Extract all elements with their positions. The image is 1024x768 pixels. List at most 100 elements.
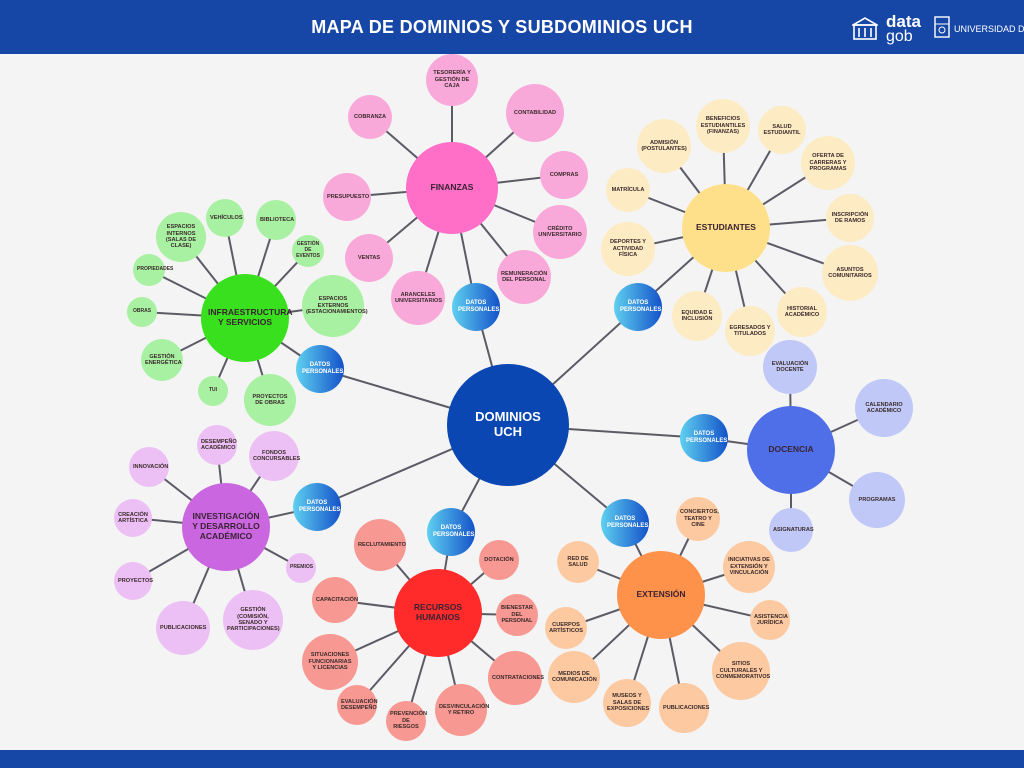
subdomain-node-contrataciones: CONTRATACIONES [488, 651, 544, 705]
node-label: CRÉDITO UNIVERSITARIO [538, 225, 582, 238]
domain-node-extension: EXTENSIÓN [617, 551, 705, 639]
datos-personales-node-est: DATOS PERSONALES [614, 283, 662, 331]
datos-personales-node-inv: DATOS PERSONALES [293, 483, 341, 531]
node-label: ESPACIOS INTERNOS (SALAS DE CLASE) [165, 224, 197, 250]
subdomain-node-salud-estudiantil: SALUD ESTUDIANTIL [758, 106, 806, 154]
subdomain-node-inscripcion-de-ramos: INSCRIPCIÓN DE RAMOS [826, 194, 874, 242]
node-label: INNOVACIÓN [133, 463, 169, 470]
node-label: PROGRAMAS [858, 496, 896, 503]
node-label: TESORERÍA Y GESTIÓN DE CAJA [433, 70, 471, 90]
subdomain-node-remuneracion-del-personal: REMUNERACIÓN DEL PERSONAL [497, 250, 551, 304]
node-label: ASISTENCIA JURÍDICA [754, 613, 788, 626]
seal-icon [934, 16, 950, 38]
node-label: RECLUTAMIENTO [358, 541, 406, 548]
node-label: ASIGNATURAS [773, 526, 814, 533]
node-label: DESEMPEÑO ACADÉMICO [201, 438, 237, 451]
node-label: PRESUPUESTO [327, 193, 370, 200]
subdomain-node-capacitacion: CAPACITACIÓN [312, 577, 358, 623]
node-label: FONDOS CONCURSABLES [253, 449, 301, 462]
node-label: CONCIERTOS, TEATRO Y CINE [680, 509, 719, 529]
node-label: GESTIÓN DE EVENTOS [296, 241, 320, 259]
node-label: BENEFICIOS ESTUDIANTILES (FINANZAS) [700, 116, 746, 136]
subdomain-node-innovacion: INNOVACIÓN [129, 447, 169, 487]
node-label: MUSEOS Y SALAS DE EXPOSICIONES [607, 693, 650, 713]
subdomain-node-dotacion: DOTACIÓN [479, 540, 519, 580]
subdomain-node-situaciones-funcionarias-y-licencias: SITUACIONES FUNCIONARIAS Y LICENCIAS [302, 634, 358, 690]
page-title: MAPA DE DOMINIOS Y SUBDOMINIOS UCH [311, 17, 693, 37]
subdomain-node-publicaciones: PUBLICACIONES [156, 601, 210, 655]
subdomain-node-proyectos: PROYECTOS [114, 562, 153, 600]
building-icon [852, 17, 878, 40]
subdomain-node-deportes-y-actividad-fisica: DEPORTES Y ACTIVIDAD FÍSICA [601, 222, 655, 276]
subdomain-node-compras: COMPRAS [540, 151, 588, 199]
node-label: ESTUDIANTES [696, 222, 756, 233]
subdomain-node-desempeno-academico: DESEMPEÑO ACADÉMICO [197, 425, 237, 465]
node-label: ADMISIÓN (POSTULANTES) [641, 139, 687, 152]
node-label: DATOS PERSONALES [299, 500, 341, 513]
subdomain-node-programas: PROGRAMAS [849, 472, 905, 528]
subdomain-node-desvinculacion-y-retiro: DESVINCULACIÓN Y RETIRO [435, 684, 490, 736]
node-label: RECURSOS HUMANOS [413, 602, 463, 622]
subdomain-node-tesoreria-y-gestion-de-caja: TESORERÍA Y GESTIÓN DE CAJA [426, 54, 478, 106]
node-label: PREMIOS [290, 564, 314, 571]
subdomain-node-gestion-energetica: GESTIÓN ENERGÉTICA [141, 339, 183, 381]
subdomain-node-premios: PREMIOS [286, 553, 316, 583]
subdomain-node-tui: TUI [198, 376, 228, 406]
node-label: INSCRIPCIÓN DE RAMOS [831, 211, 869, 224]
node-label: CUERPOS ARTÍSTICOS [549, 621, 583, 634]
logo-text-data: data [886, 12, 921, 31]
node-label: VEHÍCULOS [210, 214, 243, 221]
node-label: GESTIÓN (COMISIÓN, SENADO Y PARTICIPACIO… [227, 607, 280, 633]
node-label: INVESTIGACIÓN Y DESARROLLO ACADÉMICO [192, 511, 260, 541]
node-label: ESPACIOS EXTERNOS (ESTACIONAMIENTOS) [306, 296, 368, 316]
node-label: REMUNERACIÓN DEL PERSONAL [501, 270, 548, 283]
center-node-dominios-uch: DOMINIOS UCH [447, 364, 569, 486]
node-label: DESVINCULACIÓN Y RETIRO [439, 703, 490, 716]
node-label: DATOS PERSONALES [607, 516, 649, 529]
node-label: BIENESTAR DEL PERSONAL [501, 605, 533, 625]
node-label: EGRESADOS Y TITULADOS [729, 324, 771, 337]
node-label: DATOS PERSONALES [302, 362, 344, 375]
subdomain-node-iniciativas-de-extension-y-vinculacion: INICIATIVAS DE EXTENSIÓN Y VINCULACIÓN [723, 541, 775, 593]
logo-text-uchile: UNIVERSIDAD DE CHILE [954, 24, 1024, 34]
node-label: ASUNTOS COMUNITARIOS [828, 266, 872, 279]
subdomain-node-asistencia-juridica: ASISTENCIA JURÍDICA [750, 600, 790, 640]
domain-node-estudiantes: ESTUDIANTES [682, 184, 770, 272]
node-label: PUBLICACIONES [160, 624, 207, 631]
subdomain-node-conciertos-teatro-y-cine: CONCIERTOS, TEATRO Y CINE [676, 497, 720, 541]
node-label: TUI [208, 387, 218, 394]
subdomain-node-biblioteca: BIBLIOTECA [256, 200, 296, 240]
subdomain-node-contabilidad: CONTABILIDAD [506, 84, 564, 142]
node-label: INICIATIVAS DE EXTENSIÓN Y VINCULACIÓN [728, 557, 770, 577]
subdomain-node-admision-postulantes: ADMISIÓN (POSTULANTES) [637, 119, 691, 173]
subdomain-node-espacios-externos-estacionamientos: ESPACIOS EXTERNOS (ESTACIONAMIENTOS) [302, 275, 368, 337]
subdomain-node-presupuesto: PRESUPUESTO [323, 173, 371, 221]
domain-node-investigacion-y-desarrollo-academico: INVESTIGACIÓN Y DESARROLLO ACADÉMICO [182, 483, 270, 571]
header-bar: MAPA DE DOMINIOS Y SUBDOMINIOS UCH data … [0, 0, 1024, 54]
node-label: CONTRATACIONES [492, 674, 544, 681]
node-label: EXTENSIÓN [636, 589, 686, 600]
subdomain-node-ventas: VENTAS [345, 234, 393, 282]
node-label: DATOS PERSONALES [458, 300, 500, 313]
datos-personales-node-rh: DATOS PERSONALES [427, 508, 475, 556]
node-label: SITIOS CULTURALES Y CONMEMORATIVOS [716, 661, 771, 681]
subdomain-node-publicaciones: PUBLICACIONES [659, 683, 709, 733]
subdomain-node-asuntos-comunitarios: ASUNTOS COMUNITARIOS [822, 245, 878, 301]
node-label: DOCENCIA [768, 444, 814, 455]
domain-node-finanzas: FINANZAS [406, 142, 498, 234]
node-label: DOTACIÓN [484, 556, 514, 563]
node-label: BIBLIOTECA [260, 216, 295, 223]
subdomain-node-museos-y-salas-de-exposiciones: MUSEOS Y SALAS DE EXPOSICIONES [603, 679, 651, 727]
domain-node-recursos-humanos: RECURSOS HUMANOS [394, 569, 482, 657]
subdomain-node-asignaturas: ASIGNATURAS [769, 508, 814, 552]
subdomain-node-calendario-academico: CALENDARIO ACADÉMICO [855, 379, 913, 437]
node-label: CREACIÓN ARTÍSTICA [118, 511, 148, 524]
node-label: CALENDARIO ACADÉMICO [865, 401, 903, 414]
node-label: DEPORTES Y ACTIVIDAD FÍSICA [610, 239, 646, 259]
node-label: PUBLICACIONES [663, 704, 710, 711]
node-label: DATOS PERSONALES [433, 525, 475, 538]
subdomain-node-cuerpos-artisticos: CUERPOS ARTÍSTICOS [545, 607, 587, 649]
domain-node-docencia: DOCENCIA [747, 406, 835, 494]
subdomain-node-evaluacion-docente: EVALUACIÓN DOCENTE [763, 340, 817, 394]
node-label: FINANZAS [430, 182, 474, 193]
